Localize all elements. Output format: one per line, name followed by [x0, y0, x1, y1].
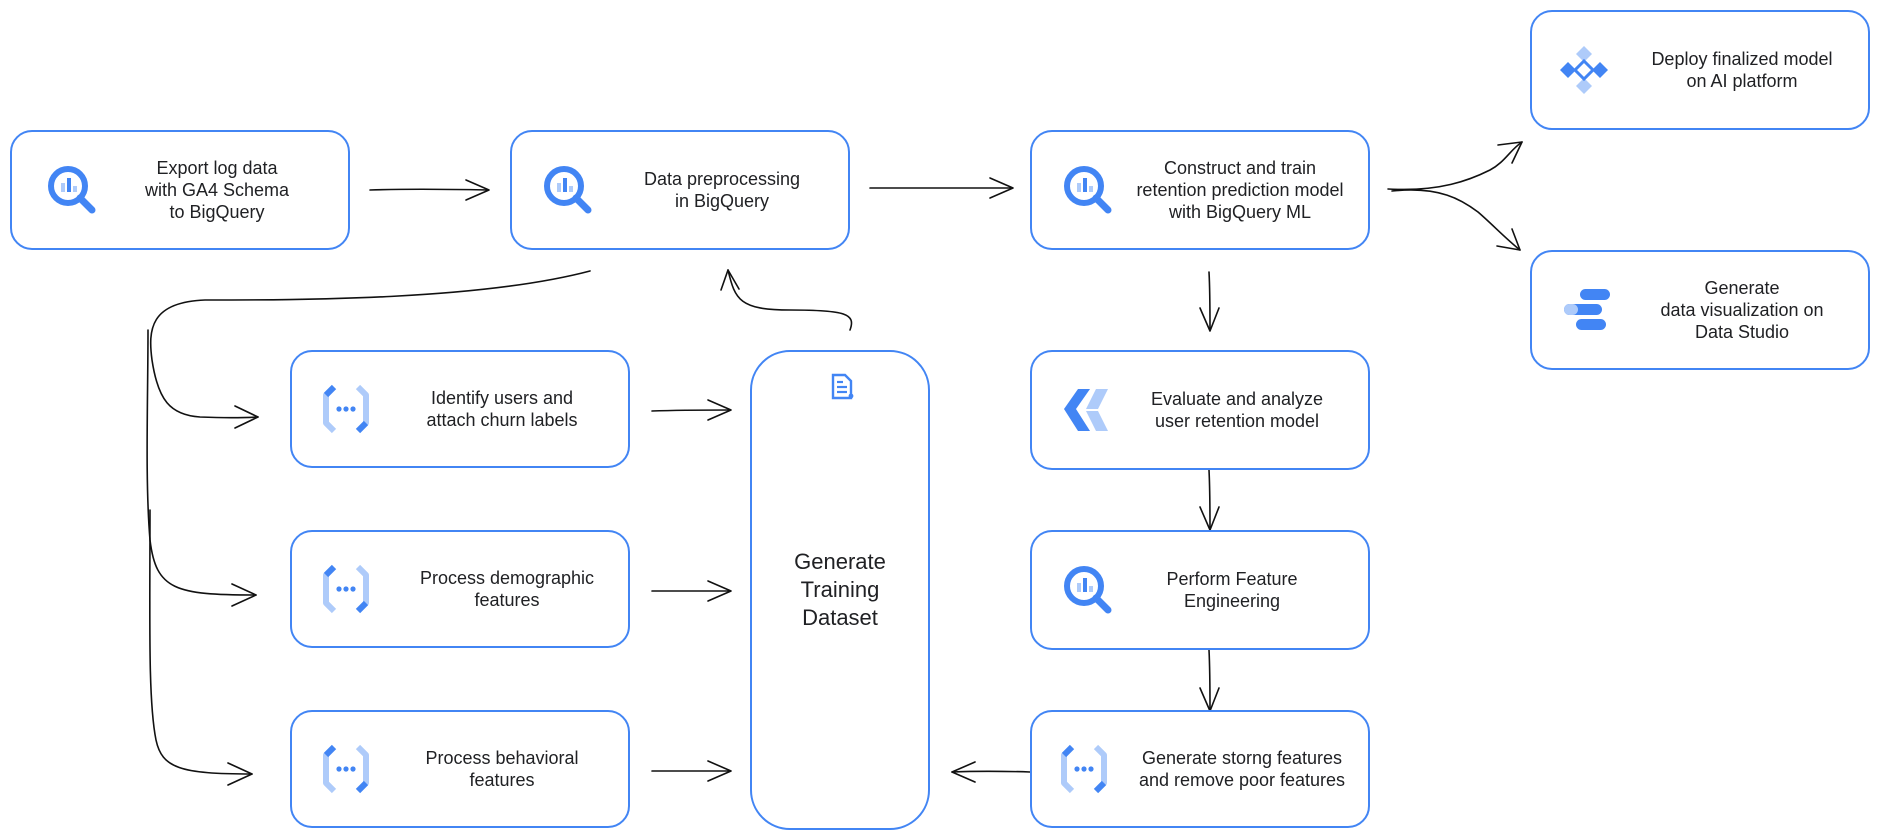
node-training-dataset: Generate Training Dataset [750, 350, 930, 830]
node-visualize-label: Generate data visualization on Data Stud… [1660, 278, 1824, 342]
node-train-label: Construct and train retention prediction… [1136, 158, 1344, 222]
node-evaluate-label: Evaluate and analyze user retention mode… [1150, 389, 1324, 431]
node-deploy-label: Deploy finalized model on AI platform [1651, 49, 1833, 91]
arrow-behavioral-to-training [651, 760, 732, 782]
dataform-icon [323, 384, 369, 434]
dataform-icon [1061, 744, 1107, 794]
arrow-feature-engineering-to-strong-features [1199, 649, 1220, 712]
node-identify-label: Identify users and attach churn labels [426, 388, 578, 430]
arrow-train-to-deploy [1387, 141, 1523, 191]
analytics-hub-icon [1064, 389, 1108, 431]
arrow-demographic-to-training [651, 580, 732, 602]
node-feature-engineering: Perform Feature Engineering [1030, 530, 1370, 650]
dataform-icon [323, 744, 369, 794]
node-construct-train-model: Construct and train retention prediction… [1030, 130, 1370, 250]
node-data-visualization: Generate data visualization on Data Stud… [1530, 250, 1870, 370]
node-training-label: Generate Training Dataset [794, 549, 886, 630]
arrow-strong-features-to-training-dataset [951, 761, 1031, 783]
arrow-evaluate-to-feature-engineering [1199, 469, 1220, 531]
node-deploy-model: Deploy finalized model on AI platform [1530, 10, 1870, 130]
arrow-export-to-preprocess [369, 179, 490, 201]
node-behavioral-label: Process behavioral features [425, 748, 579, 790]
bigquery-icon [48, 166, 96, 214]
node-export-label: Export log data with GA4 Schema to BigQu… [144, 158, 290, 222]
node-feature-engineering-label: Perform Feature Engineering [1166, 569, 1298, 611]
arrow-identify-to-training [651, 399, 732, 421]
node-data-preprocessing: Data preprocessing in BigQuery [510, 130, 850, 250]
dataset-icon [831, 373, 854, 400]
node-preprocess-label: Data preprocessing in BigQuery [643, 169, 801, 211]
node-behavioral-features: Process behavioral features [290, 710, 630, 828]
arrow-training-dataset-to-preprocess [720, 269, 853, 331]
arrow-preprocess-branch [146, 270, 591, 786]
ai-platform-icon [1560, 46, 1608, 94]
node-demographic-label: Process demographic features [419, 568, 595, 610]
node-strong-label: Generate storng features and remove poor… [1138, 748, 1346, 790]
node-export-log-data: Export log data with GA4 Schema to BigQu… [10, 130, 350, 250]
bigquery-icon [1064, 166, 1112, 214]
dataform-icon [323, 564, 369, 614]
node-identify-users: Identify users and attach churn labels [290, 350, 630, 468]
bigquery-icon [544, 166, 592, 214]
node-demographic-features: Process demographic features [290, 530, 630, 648]
bigquery-icon [1064, 566, 1112, 614]
node-strong-features: Generate storng features and remove poor… [1030, 710, 1370, 828]
node-evaluate-model: Evaluate and analyze user retention mode… [1030, 350, 1370, 470]
arrow-train-to-visualize [1391, 189, 1521, 251]
arrow-preprocess-to-train [869, 177, 1014, 199]
arrow-train-to-evaluate [1199, 271, 1220, 332]
data-studio-icon [1564, 289, 1610, 330]
